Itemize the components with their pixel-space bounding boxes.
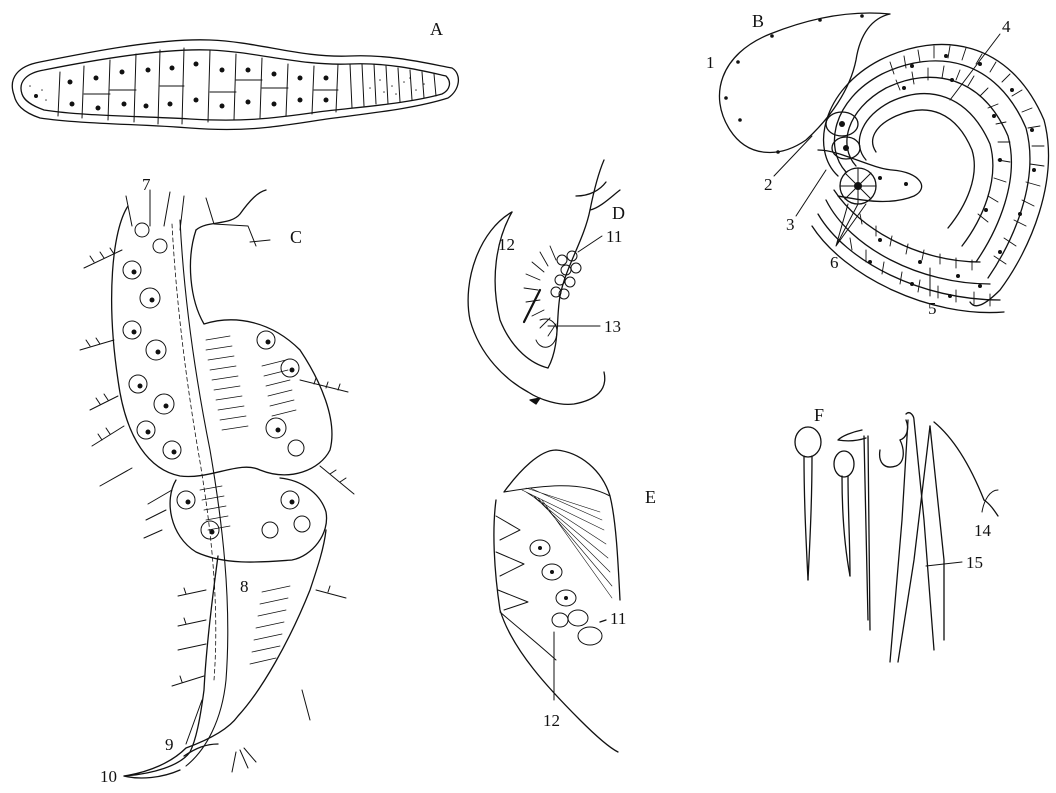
panel-b-sac-nuclei [724,14,864,154]
number-label-4: 4 [1002,18,1011,35]
panel-label-b: B [752,12,764,30]
panel-label-d: D [612,204,625,222]
panel-b-inner-fold [818,150,922,201]
panel-c-middle-segment [170,478,326,562]
panel-f-seta-hook [880,440,904,467]
panel-c-drawing [80,190,354,778]
panel-b-coil-mid2 [847,77,1012,262]
panel-c-setae [80,190,354,772]
panel-c-cell-nuclei [132,270,295,535]
panel-e-top-curve [504,450,620,600]
number-label-6: 6 [830,254,839,271]
panel-label-c: C [290,228,302,246]
number-label-13: 13 [604,318,621,335]
panel-c-upper-inner [196,190,266,230]
panel-e-cells [530,540,602,645]
number-label-3: 3 [786,216,795,233]
panel-d-claw-outer [468,212,605,404]
panel-e-wedges [496,516,528,610]
panel-f-seta-bulb-1 [795,427,821,457]
panel-label-f: F [814,406,824,424]
number-label-11-d: 11 [606,228,622,245]
number-label-12-e: 12 [543,712,560,729]
number-label-5: 5 [928,300,937,317]
panel-f-seta-flag [838,430,866,441]
number-label-14: 14 [974,522,991,539]
panel-a-drawing [12,40,458,130]
panel-e-drawing [494,450,620,752]
panel-f-drawing [795,413,998,662]
panel-e-fibres [522,488,612,598]
number-label-11-e: 11 [610,610,626,627]
number-label-9: 9 [165,736,174,753]
panel-label-a: A [430,20,443,38]
panel-a-stipple [29,77,425,101]
panel-b-sac [719,13,890,152]
panel-b-coil-inner [859,94,993,246]
number-label-7: 7 [142,176,151,193]
number-label-8: 8 [240,578,249,595]
panel-f-seta-bulb-2 [834,451,854,477]
panel-c-striations [200,336,296,664]
panel-b-leaders [774,34,1000,296]
panel-f-spine-b [934,422,984,500]
number-label-12-d: 12 [498,236,515,253]
number-label-15: 15 [966,554,983,571]
number-label-1: 1 [706,54,715,71]
panel-label-e: E [645,488,656,506]
panel-f-spine-a [906,413,934,650]
panel-b-drawing [719,13,1048,313]
panel-d-drawing [468,160,620,404]
panel-b-coil-outer [824,44,1049,305]
number-label-2: 2 [764,176,773,193]
panel-d-duct [524,290,540,322]
number-label-10: 10 [100,768,117,785]
